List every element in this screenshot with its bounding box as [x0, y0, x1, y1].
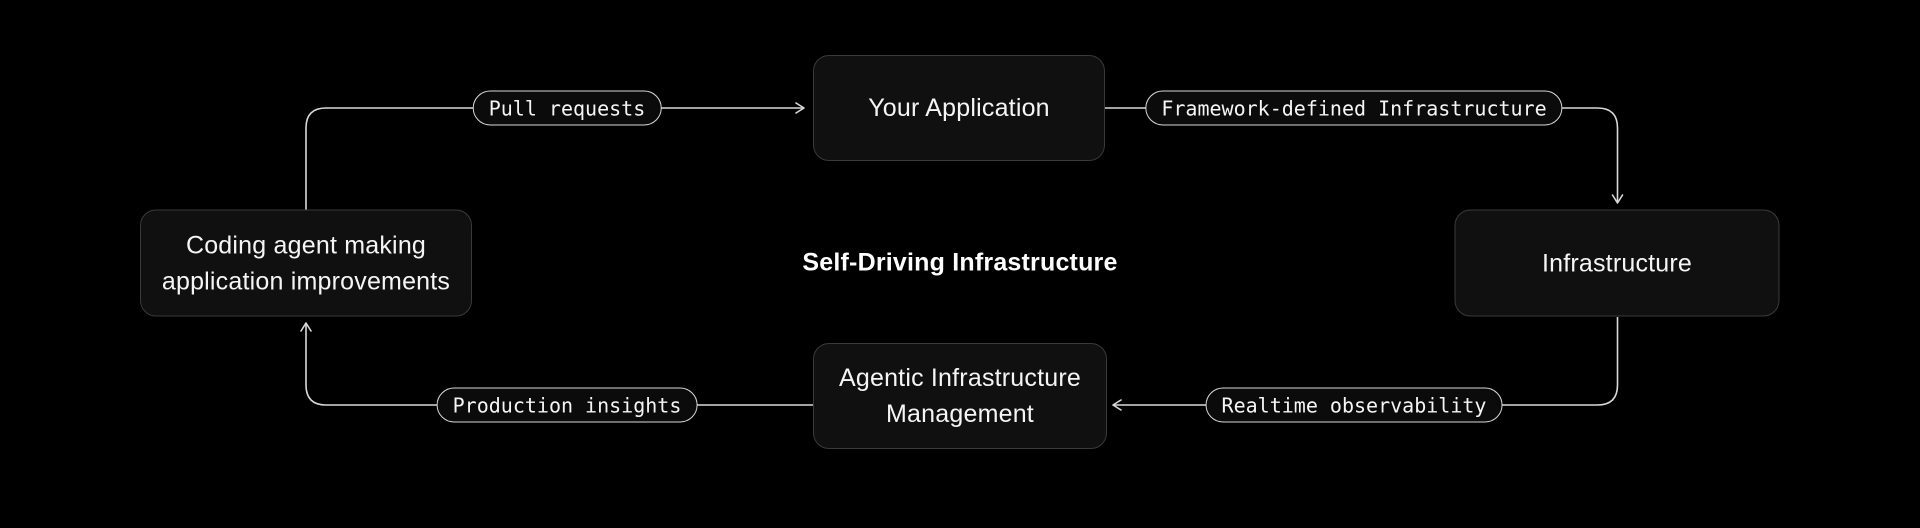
edge-label-pull-requests-text: Pull requests — [488, 96, 646, 120]
edge-production-insights-to-coding-agent — [300, 322, 438, 406]
diagram-title: Self-Driving Infrastructure — [802, 248, 1118, 277]
node-infrastructure-label: Infrastructure — [1541, 249, 1693, 277]
edge-label-framework-defined-infrastructure-text: Framework-defined Infrastructure — [1161, 96, 1547, 120]
edge-infrastructure-to-realtime-observability — [1502, 317, 1619, 406]
edge-framework-defined-to-infrastructure — [1560, 107, 1624, 204]
node-agentic-infrastructure-management: Agentic Infrastructure Management — [813, 343, 1107, 449]
node-infrastructure: Infrastructure — [1454, 209, 1780, 317]
node-your-application: Your Application — [813, 55, 1105, 161]
edge-label-production-insights: Production insights — [436, 387, 698, 423]
node-coding-agent: Coding agent making application improvem… — [140, 209, 472, 317]
node-coding-agent-label: Coding agent making application improvem… — [161, 231, 451, 295]
edge-label-production-insights-text: Production insights — [452, 393, 682, 417]
edge-label-framework-defined-infrastructure: Framework-defined Infrastructure — [1145, 90, 1563, 126]
edge-label-realtime-observability: Realtime observability — [1205, 387, 1503, 423]
node-your-application-label: Your Application — [868, 94, 1050, 122]
edge-coding-agent-to-pull-requests — [305, 107, 474, 210]
edge-label-pull-requests: Pull requests — [472, 90, 662, 126]
node-agentic-infrastructure-management-label: Agentic Infrastructure Management — [838, 364, 1081, 428]
edge-label-realtime-observability-text: Realtime observability — [1221, 393, 1487, 417]
